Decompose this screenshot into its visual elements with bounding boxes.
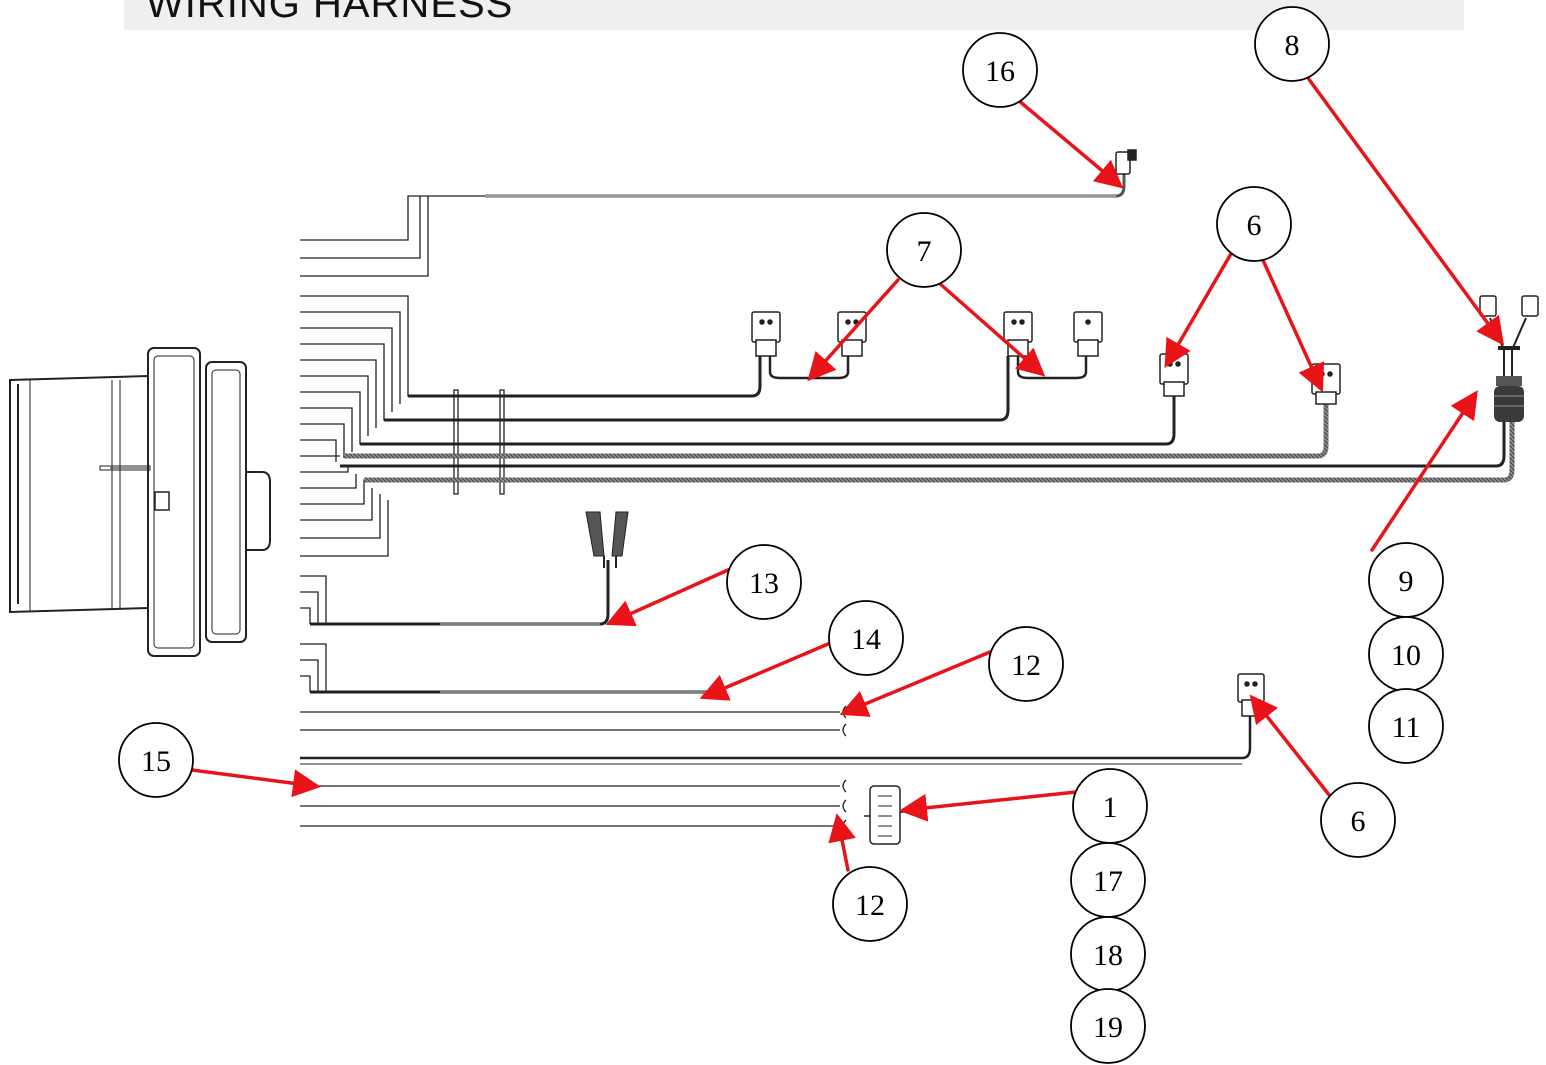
svg-text:1: 1 <box>1103 791 1118 824</box>
callout-15: 15 <box>118 722 194 798</box>
callout-6-top: 6 <box>1216 186 1292 262</box>
callout-17: 17 <box>1070 842 1146 918</box>
svg-text:8: 8 <box>1285 29 1300 62</box>
callout-9: 9 <box>1368 542 1444 618</box>
callout-1: 1 <box>1072 768 1148 844</box>
svg-text:12: 12 <box>1011 649 1041 682</box>
svg-text:14: 14 <box>851 623 881 656</box>
callout-16: 16 <box>962 32 1038 108</box>
connectors-13 <box>585 511 629 568</box>
svg-text:6: 6 <box>1351 805 1366 838</box>
callout-7: 7 <box>886 212 962 288</box>
connector-1 <box>864 785 906 845</box>
svg-text:12: 12 <box>855 889 885 922</box>
svg-text:16: 16 <box>985 55 1015 88</box>
connectors-6 <box>1159 353 1341 717</box>
callout-13: 13 <box>726 544 802 620</box>
svg-text:19: 19 <box>1093 1011 1123 1044</box>
svg-text:6: 6 <box>1247 209 1262 242</box>
callout-10: 10 <box>1368 616 1444 692</box>
callouts: 16 8 7 6 13 14 12 15 1 6 12 9 10 11 17 1… <box>118 6 1444 1064</box>
diagram-title: WIRING HARNESS <box>146 0 514 26</box>
connectors-7 <box>751 311 1103 357</box>
callout-12-bottom: 12 <box>832 866 908 942</box>
svg-text:11: 11 <box>1392 711 1421 744</box>
svg-text:13: 13 <box>749 567 779 600</box>
callout-18: 18 <box>1070 916 1146 992</box>
title-bar: WIRING HARNESS <box>124 0 1464 30</box>
callout-6-bottom: 6 <box>1320 782 1396 858</box>
callout-arrows <box>190 76 1505 872</box>
callout-19: 19 <box>1070 988 1146 1064</box>
svg-text:18: 18 <box>1093 939 1123 972</box>
controller-housing <box>9 347 271 657</box>
svg-text:7: 7 <box>917 235 932 268</box>
svg-text:15: 15 <box>141 745 171 778</box>
connectors-8-gland <box>1479 295 1539 422</box>
svg-text:17: 17 <box>1093 865 1123 898</box>
svg-text:9: 9 <box>1399 565 1414 598</box>
harness-runs <box>300 172 1515 833</box>
connector-16 <box>1115 149 1137 175</box>
callout-11: 11 <box>1368 688 1444 764</box>
svg-text:10: 10 <box>1391 639 1421 672</box>
callout-14: 14 <box>828 600 904 676</box>
callout-12-top: 12 <box>988 626 1064 702</box>
callout-8: 8 <box>1254 6 1330 82</box>
